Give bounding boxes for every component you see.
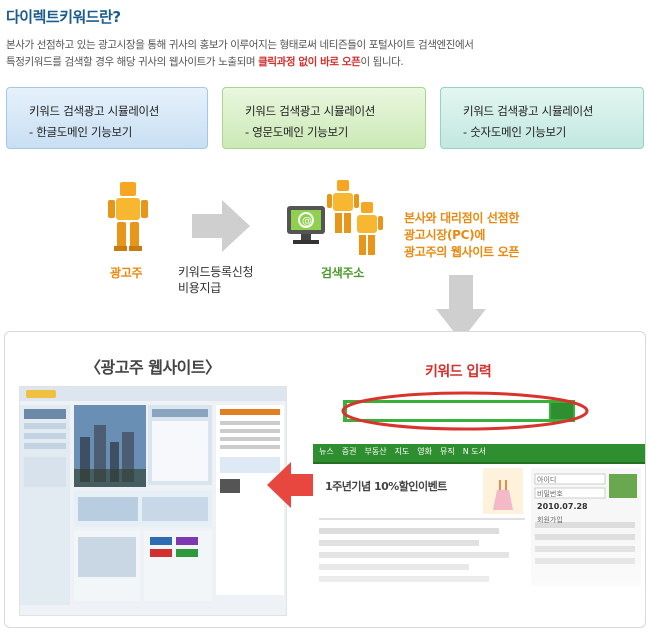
portal-nav-item[interactable]: 증권 xyxy=(341,447,357,456)
portal-signup-link[interactable]: 회원가입 xyxy=(537,516,563,524)
portal-preview: 1주년기념 10%할인이벤트 뉴스 증권 부동산 지도 영화 뮤직 N 도서 2… xyxy=(313,382,645,622)
advertiser-website-preview xyxy=(19,386,287,616)
simulation-subtitle: - 한글도메인 기능보기 xyxy=(29,125,133,139)
portal-nav: 뉴스 증권 부동산 지도 영화 뮤직 N 도서 xyxy=(319,446,486,457)
simulation-subtitle: - 영문도메인 기능보기 xyxy=(245,125,349,139)
portal-date: 2010.07.28 xyxy=(537,502,588,511)
portal-illustration xyxy=(313,382,645,622)
portal-password-field[interactable]: 비밀번호 xyxy=(537,490,563,498)
svg-text:@: @ xyxy=(302,216,312,227)
simulation-subtitle: - 숫자도메인 기능보기 xyxy=(463,125,567,139)
keyword-input-title: 키워드 입력 xyxy=(425,364,492,380)
advertiser-figure-icon xyxy=(108,182,148,251)
simulation-title: 키워드 검색광고 시뮬레이션 xyxy=(245,104,376,118)
description-line-2-post: 이 됩니다. xyxy=(360,56,404,68)
request-label-line-1: 키워드등록신청 xyxy=(178,265,254,279)
portal-nav-item[interactable]: 영화 xyxy=(417,447,433,456)
request-label: 키워드등록신청 비용지급 xyxy=(178,264,253,296)
portal-nav-item[interactable]: N 도서 xyxy=(462,447,487,456)
simulation-title: 키워드 검색광고 시뮬레이션 xyxy=(29,104,160,118)
portal-nav-item[interactable]: 부동산 xyxy=(364,447,387,456)
arrow-down-icon xyxy=(436,275,486,341)
simulation-english-domain-button[interactable]: 키워드 검색광고 시뮬레이션 - 영문도메인 기능보기 xyxy=(222,87,426,149)
process-flow: 광고주 키워드등록신청 비용지급 @ 검색주소 본사와 대리점이 선점한 광고시… xyxy=(0,170,650,341)
flow-note-line-2: 광고시장(PC)에 xyxy=(404,228,486,242)
flow-note: 본사와 대리점이 선점한 광고시장(PC)에 광고주의 웹사이트 오픈 xyxy=(404,210,519,261)
portal-nav-item[interactable]: 뉴스 xyxy=(319,447,334,456)
arrow-left-icon xyxy=(267,462,327,508)
arrow-right-icon xyxy=(192,200,250,252)
portal-banner-text: 1주년기념 10%할인이벤트 xyxy=(325,480,447,493)
simulation-korean-domain-button[interactable]: 키워드 검색광고 시뮬레이션 - 한글도메인 기능보기 xyxy=(6,87,208,149)
description-line-2-pre: 특정키워드를 검색할 경우 해당 귀사의 웹사이트가 노출되며 xyxy=(6,56,259,68)
demo-panel: 〈광고주 웹사이트〉 키워드 입력 xyxy=(4,331,646,628)
page-title: 다이렉트키워드란? xyxy=(6,8,121,26)
advertiser-website-illustration xyxy=(20,387,286,615)
advertiser-label: 광고주 xyxy=(110,266,143,280)
simulation-number-domain-button[interactable]: 키워드 검색광고 시뮬레이션 - 숫자도메인 기능보기 xyxy=(440,87,644,149)
flow-note-line-3: 광고주의 웹사이트 오픈 xyxy=(404,245,520,259)
description: 본사가 선점하고 있는 광고시장을 통해 귀사의 홍보가 이루어지는 형태로써 … xyxy=(6,37,646,71)
description-line-2: 특정키워드를 검색할 경우 해당 귀사의 웹사이트가 노출되며 클릭과정 없이 … xyxy=(6,54,646,71)
request-label-line-2: 비용지급 xyxy=(178,281,221,295)
portal-nav-item[interactable]: 지도 xyxy=(394,447,410,456)
simulation-title: 키워드 검색광고 시뮬레이션 xyxy=(463,104,594,118)
search-address-label: 검색주소 xyxy=(321,266,364,280)
portal-banner: 1주년기념 10%할인이벤트 xyxy=(325,478,447,494)
portal-id-field[interactable]: 아이디 xyxy=(537,476,557,484)
portal-nav-item[interactable]: 뮤직 xyxy=(440,447,455,456)
flow-note-line-1: 본사와 대리점이 선점한 xyxy=(404,211,520,225)
search-monitor-icon: @ xyxy=(287,180,383,255)
description-line-1: 본사가 선점하고 있는 광고시장을 통해 귀사의 홍보가 이루어지는 형태로써 … xyxy=(6,39,474,51)
description-highlight: 클릭과정 없이 바로 오픈 xyxy=(258,56,361,68)
advertiser-site-title: 〈광고주 웹사이트〉 xyxy=(85,358,221,377)
